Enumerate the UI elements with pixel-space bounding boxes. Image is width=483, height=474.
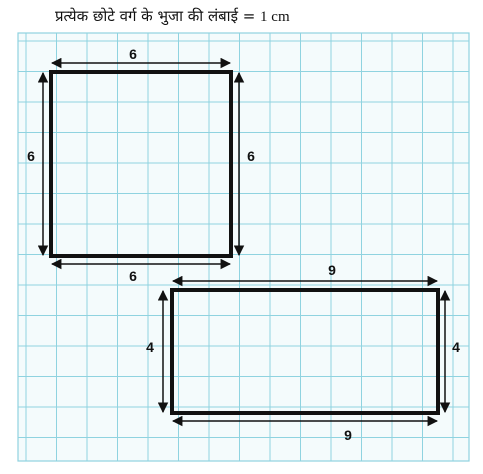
caption-text: प्रत्येक छोटे वर्ग के भुजा की लंबाई = [55,7,261,25]
rectangle-shape: 9 9 4 4 [146,262,460,443]
square-right-label: 6 [247,148,255,164]
square-shape: 6 6 6 6 [27,46,255,284]
square-outline [49,70,233,258]
square-left-label: 6 [27,148,35,164]
rectangle-right-label: 4 [452,339,460,355]
grid-paper [17,32,470,462]
rectangle-outline [170,288,440,415]
rectangle-top-label: 9 [328,262,336,278]
caption: प्रत्येक छोटे वर्ग के भुजा की लंबाई = 1 … [55,6,290,26]
rectangle-bottom-label: 9 [344,427,352,443]
caption-unit: 1 cm [260,9,290,25]
square-bottom-label: 6 [129,268,137,284]
grid-background [17,32,470,462]
rectangle-left-label: 4 [146,339,154,355]
square-top-label: 6 [129,46,137,62]
